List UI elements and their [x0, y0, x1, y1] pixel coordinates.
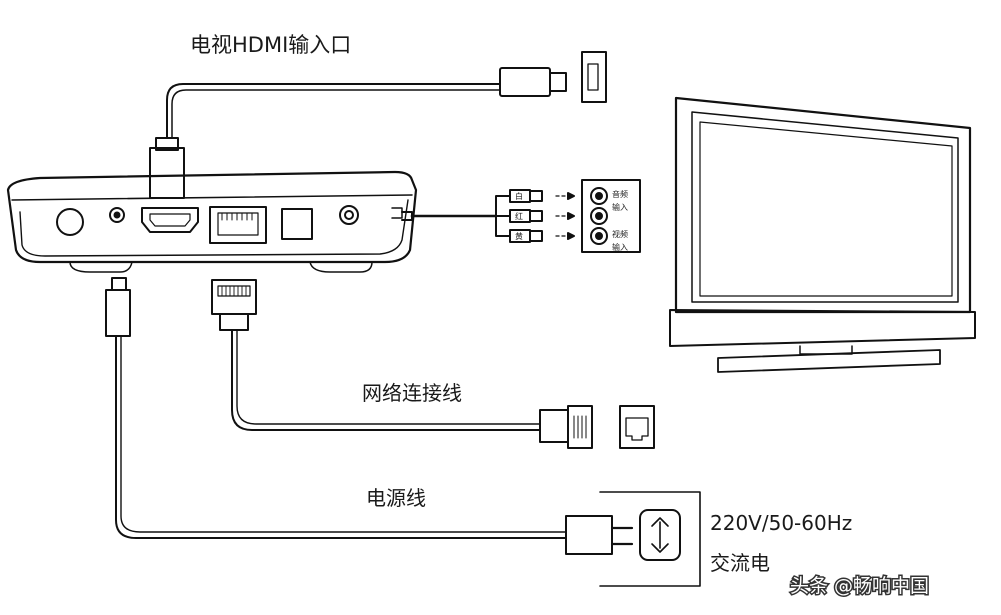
dc-plug-icon: [111, 277, 127, 291]
audio-jack-red-icon: [590, 207, 608, 225]
tv-hdmi-port-icon: [581, 51, 607, 103]
hdmi-port-icon: [141, 207, 199, 233]
hdmi-label: 电视HDMI输入口: [190, 33, 351, 57]
power-jack-icon: [56, 208, 84, 236]
video-input-label-line1: 视频: [612, 229, 628, 239]
power-cable-label: 电源线: [366, 486, 426, 510]
lan-port-icon: [209, 206, 267, 244]
network-cable: [211, 279, 655, 449]
wall-lan-port-icon: [619, 405, 655, 449]
tv-av-input-panel: [581, 179, 641, 253]
tv-icon: [669, 96, 976, 373]
watermark: 头条 @畅响中国: [790, 575, 929, 597]
power-plug-icon: [565, 515, 613, 555]
optical-port-icon: [281, 208, 313, 240]
network-cable-label: 网络连接线: [362, 381, 462, 405]
hdmi-cable: [149, 51, 607, 199]
rj45-plug-icon: [211, 279, 257, 315]
audio-jack-white-icon: [590, 187, 608, 205]
audio-input-label-line2: 输入: [612, 202, 628, 212]
wall-outlet-box: [599, 491, 701, 587]
audio-input-label-line1: 音频: [612, 189, 628, 199]
voltage-label: 220V/50-60Hz: [710, 511, 852, 535]
av-cable: [401, 179, 641, 253]
video-jack-yellow-icon: [590, 227, 608, 245]
rca-plug-label: 黄: [515, 231, 523, 241]
video-input-label-line2: 输入: [612, 242, 628, 252]
set-top-box: [6, 170, 418, 273]
ac-label: 交流电: [710, 551, 770, 575]
dc-in-port-icon: [109, 207, 125, 223]
av-port-icon: [339, 205, 359, 225]
power-cable: [105, 277, 701, 587]
rca-plug-label: 红: [515, 211, 523, 221]
wall-socket-icon: [639, 509, 681, 561]
hdmi-plug-icon: [149, 147, 185, 199]
rca-plug-label: 白: [515, 191, 523, 201]
